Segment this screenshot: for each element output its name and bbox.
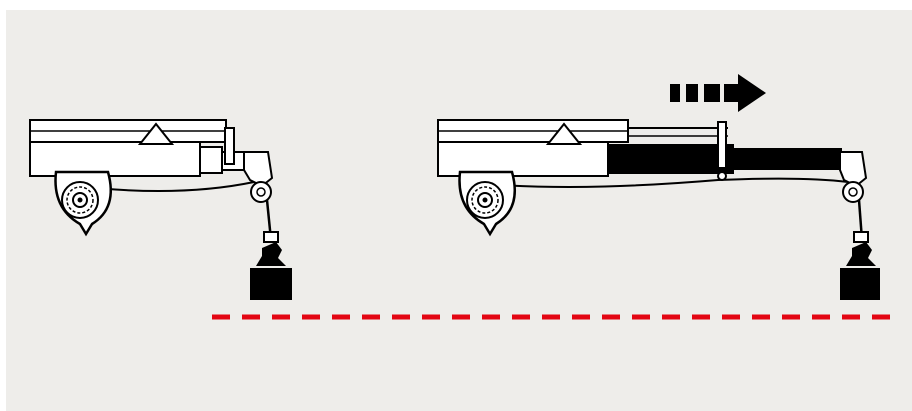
rope-guide-roller: [717, 171, 727, 181]
boom-triangle-marker: [137, 122, 175, 145]
load-weight: [250, 268, 292, 300]
boom-pulley-hub: [256, 187, 266, 197]
hook-body: [256, 242, 286, 266]
hook-body: [846, 242, 876, 266]
boom-clamp: [224, 127, 235, 165]
boom-triangle-marker: [545, 122, 583, 145]
hoist-rope-horizontal: [483, 177, 849, 188]
winch-drum: [54, 170, 112, 237]
boom-section-1: [199, 146, 223, 174]
arrow-head: [724, 74, 766, 112]
winch-drum-teeth: [66, 186, 94, 214]
winch-drum-center: [77, 197, 83, 203]
arrow-dash-1: [670, 84, 680, 102]
boom-pulley: [842, 181, 864, 203]
arrow-dash-2: [686, 84, 698, 102]
boom-extended-section-2: [734, 148, 842, 170]
hook-and-load: [840, 231, 880, 300]
arrow-dash-3: [704, 84, 720, 102]
winch-drum: [458, 170, 516, 237]
panel-background: [6, 10, 912, 411]
hook-and-load: [250, 231, 292, 300]
load-weight: [840, 268, 880, 300]
diagram-svg: [6, 10, 912, 411]
boom-clamp: [717, 121, 727, 169]
diagram-panel: [6, 10, 912, 411]
boom-main-body: [29, 141, 201, 177]
hook-block: [263, 231, 279, 243]
hook-block: [853, 231, 869, 243]
boom-pulley: [250, 181, 272, 203]
dashed-right-arrow-icon: [670, 74, 766, 112]
boom-extended-section-1: [608, 144, 734, 174]
winch-drum-center: [482, 197, 488, 203]
boom-pulley-hub: [848, 187, 858, 197]
scene-boom-retracted: [29, 119, 292, 300]
winch-drum-teeth: [471, 186, 499, 214]
scene-boom-extended: [437, 74, 880, 300]
